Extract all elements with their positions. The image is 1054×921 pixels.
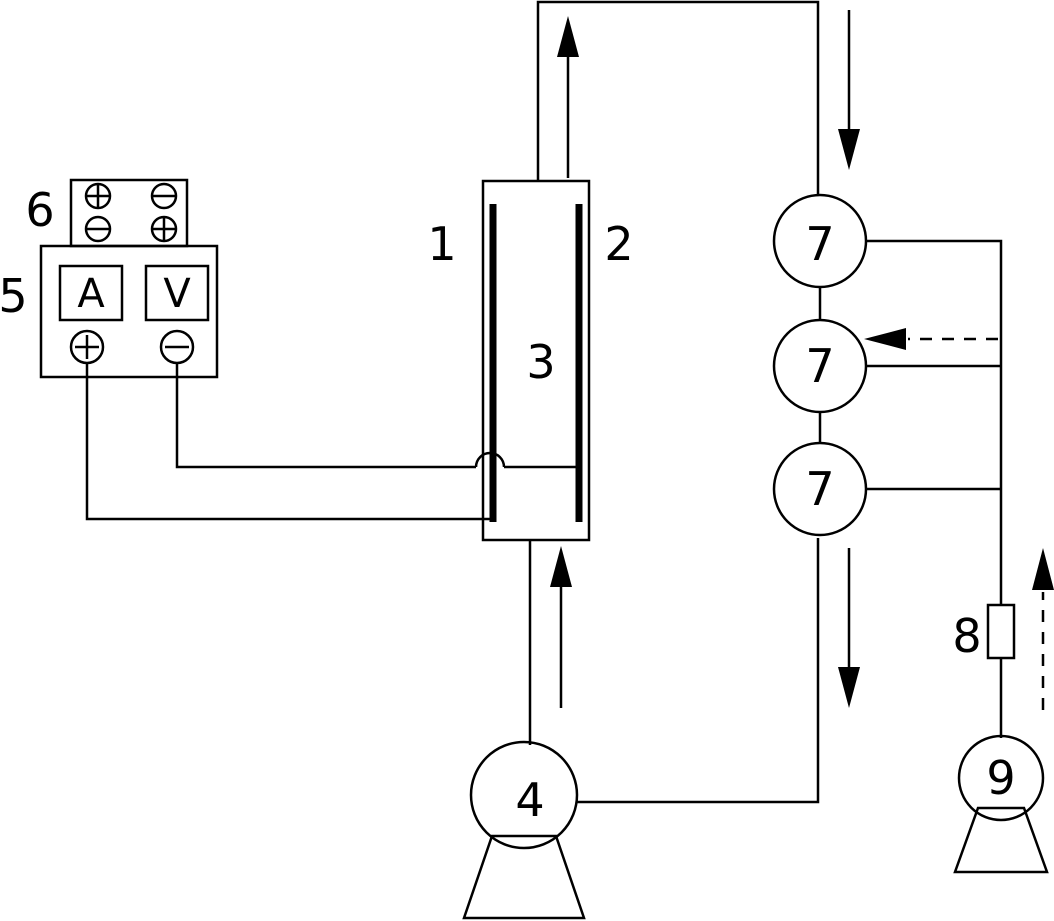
power-source <box>69 178 189 248</box>
minus-terminal-icon <box>84 215 112 243</box>
label-7-middle: 7 <box>805 339 834 393</box>
plus-terminal-icon <box>84 182 112 210</box>
label-9: 9 <box>986 751 1015 805</box>
label-1: 1 <box>427 217 456 271</box>
label-4: 4 <box>515 773 544 827</box>
label-5: 5 <box>0 269 28 323</box>
flow-arrow-down-icon <box>838 10 860 170</box>
flow-arrow-down-icon <box>838 548 860 708</box>
electrochemical-cell <box>481 179 591 542</box>
pump-4 <box>462 740 586 920</box>
gas-lines <box>866 239 1003 738</box>
label-8: 8 <box>952 609 981 663</box>
dashed-arrow-left-icon <box>864 328 998 350</box>
label-6: 6 <box>25 183 54 237</box>
pump-9 <box>953 734 1049 874</box>
flow-arrow-up-icon <box>550 546 572 708</box>
ammeter-label: A <box>77 271 105 317</box>
label-2: 2 <box>604 217 633 271</box>
valve <box>986 603 1016 660</box>
plus-terminal-icon <box>150 215 178 243</box>
label-3: 3 <box>526 335 555 389</box>
label-7-top: 7 <box>805 217 834 271</box>
voltmeter-display <box>144 264 210 322</box>
dashed-arrow-up-icon <box>1032 548 1054 710</box>
wires <box>85 363 578 521</box>
label-7-bottom: 7 <box>805 462 834 516</box>
voltmeter-label: V <box>163 271 191 317</box>
meter-box <box>39 244 219 379</box>
minus-terminal-icon <box>159 329 195 365</box>
flow-arrow-up-icon <box>557 16 579 178</box>
ammeter-display <box>58 264 124 322</box>
plus-terminal-icon <box>69 329 105 365</box>
flow-pipes <box>528 0 822 804</box>
minus-terminal-icon <box>150 182 178 210</box>
